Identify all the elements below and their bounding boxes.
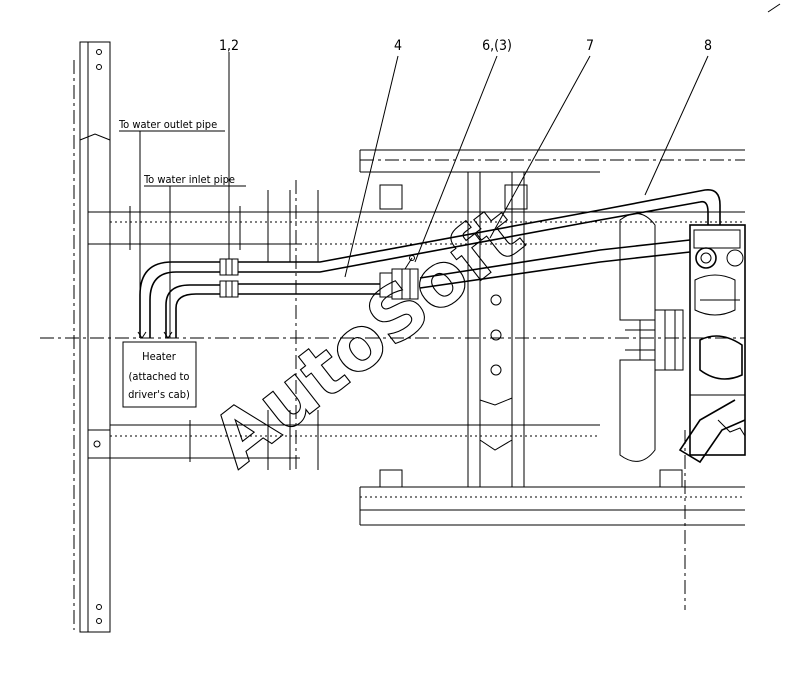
- corner-tick: [767, 3, 781, 13]
- svg-text:To water outlet pipe: To water outlet pipe: [118, 118, 217, 131]
- leader-8: [644, 55, 709, 196]
- cross-members: [87, 149, 745, 526]
- outlet-pipe-label: To water outlet pipe: [118, 118, 225, 338]
- callout-1-2: 1,2: [219, 38, 239, 54]
- heater-label-line1: Heater: [142, 350, 177, 363]
- leader-7: [489, 55, 591, 239]
- callout-6-3: 6,(3): [482, 38, 512, 54]
- callout-4: 4: [394, 38, 402, 54]
- leader-4: [344, 55, 399, 278]
- shutoff-valve: [379, 255, 419, 300]
- heater-label-line2: (attached to: [129, 370, 190, 383]
- left-frame-rail: [73, 41, 111, 633]
- callout-8: 8: [704, 38, 712, 54]
- watermark: AutoSoft: [196, 190, 539, 484]
- svg-text:To water inlet pipe: To water inlet pipe: [143, 173, 235, 186]
- hose-couplings: [219, 52, 239, 298]
- radiator-fan: [619, 213, 684, 462]
- callout-7: 7: [586, 38, 594, 54]
- heater-unit: Heater (attached to driver's cab): [122, 341, 197, 408]
- leader-6-3: [414, 55, 498, 263]
- heater-hoses: [137, 261, 225, 339]
- engine-block: [678, 224, 746, 464]
- heater-label-line3: driver's cab): [128, 388, 190, 401]
- inlet-pipe-label: To water inlet pipe: [143, 173, 246, 338]
